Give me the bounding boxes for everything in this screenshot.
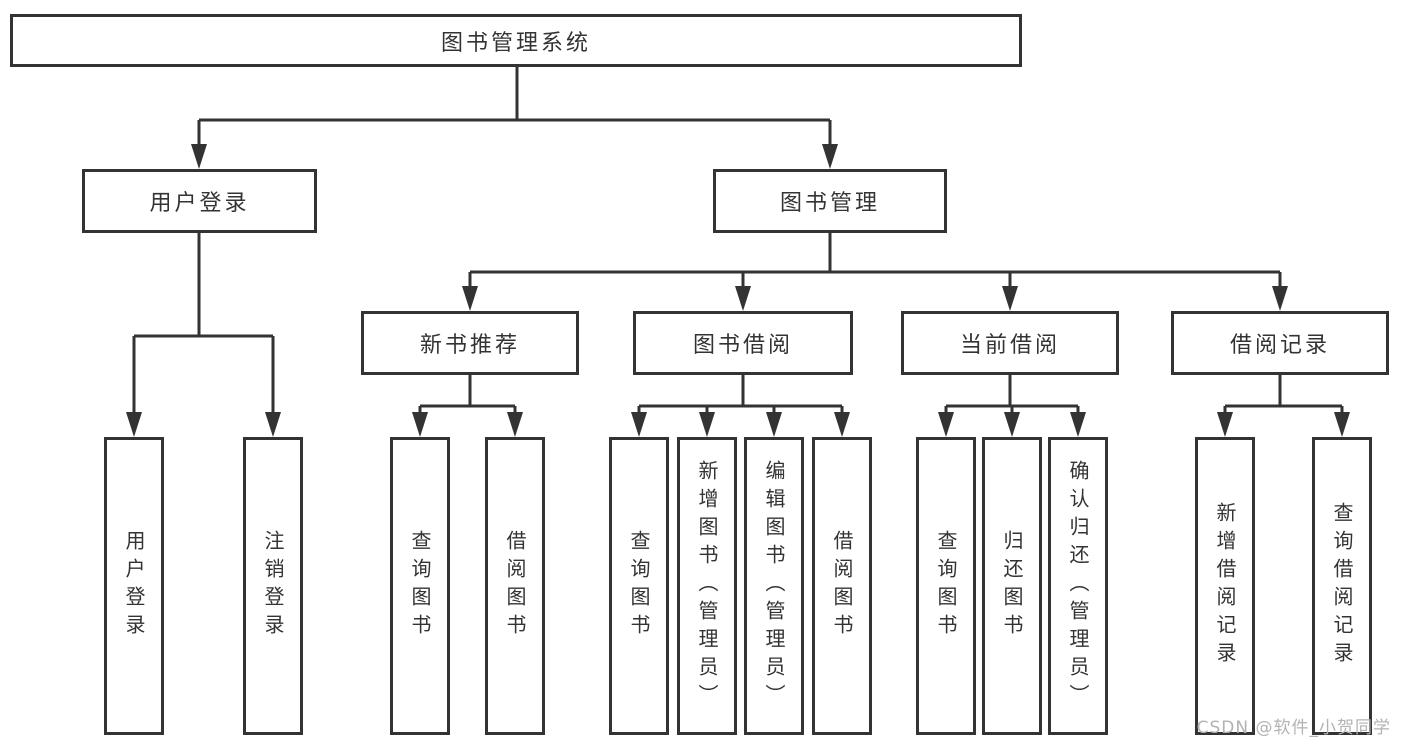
node-label: 图书管理系统: [440, 30, 591, 56]
node-user-login: 用户登录: [82, 169, 317, 233]
leaf-label: 确认归还（管理员）: [1066, 460, 1090, 712]
node-label: 图书借阅: [692, 333, 793, 358]
leaf-query-books-current: 查询图书: [916, 437, 976, 735]
node-book-borrowing: 图书借阅: [633, 311, 853, 375]
leaf-label: 查询图书: [627, 530, 651, 642]
node-label: 图书管理: [779, 191, 880, 216]
leaf-label: 注销登录: [261, 530, 285, 642]
leaf-borrow-books-recommend: 借阅图书: [485, 437, 545, 735]
leaf-label: 归还图书: [1000, 530, 1024, 642]
leaf-logout: 注销登录: [243, 437, 303, 735]
csdn-watermark: CSDN @软件_小贺同学: [1196, 718, 1391, 738]
leaf-add-borrow-record: 新增借阅记录: [1195, 437, 1255, 735]
leaf-label: 借阅图书: [830, 530, 854, 642]
leaf-borrow-books-borrow: 借阅图书: [812, 437, 872, 735]
leaf-query-books-borrow: 查询图书: [609, 437, 669, 735]
leaf-label: 查询借阅记录: [1330, 502, 1354, 670]
node-book-management: 图书管理: [713, 169, 947, 233]
leaf-query-books-recommend: 查询图书: [390, 437, 450, 735]
leaf-label: 用户登录: [122, 530, 146, 642]
node-label: 用户登录: [149, 191, 250, 216]
node-current-borrowing: 当前借阅: [901, 311, 1119, 375]
leaf-edit-book-admin: 编辑图书（管理员）: [744, 437, 804, 735]
leaf-label: 编辑图书（管理员）: [762, 460, 786, 712]
node-label: 当前借阅: [959, 333, 1060, 358]
leaf-query-borrow-record: 查询借阅记录: [1312, 437, 1372, 735]
node-new-book-recommendation: 新书推荐: [361, 311, 579, 375]
leaf-label: 新增图书（管理员）: [695, 460, 719, 712]
node-borrowing-records: 借阅记录: [1171, 311, 1389, 375]
leaf-label: 查询图书: [408, 530, 432, 642]
leaf-confirm-return-admin: 确认归还（管理员）: [1048, 437, 1108, 735]
leaf-label: 新增借阅记录: [1213, 502, 1237, 670]
leaf-label: 借阅图书: [503, 530, 527, 642]
leaf-add-book-admin: 新增图书（管理员）: [677, 437, 737, 735]
leaf-return-book: 归还图书: [982, 437, 1042, 735]
node-label: 新书推荐: [419, 333, 520, 358]
node-library-management-system: 图书管理系统: [10, 14, 1022, 67]
node-label: 借阅记录: [1229, 333, 1330, 358]
leaf-user-login: 用户登录: [104, 437, 164, 735]
leaf-label: 查询图书: [934, 530, 958, 642]
